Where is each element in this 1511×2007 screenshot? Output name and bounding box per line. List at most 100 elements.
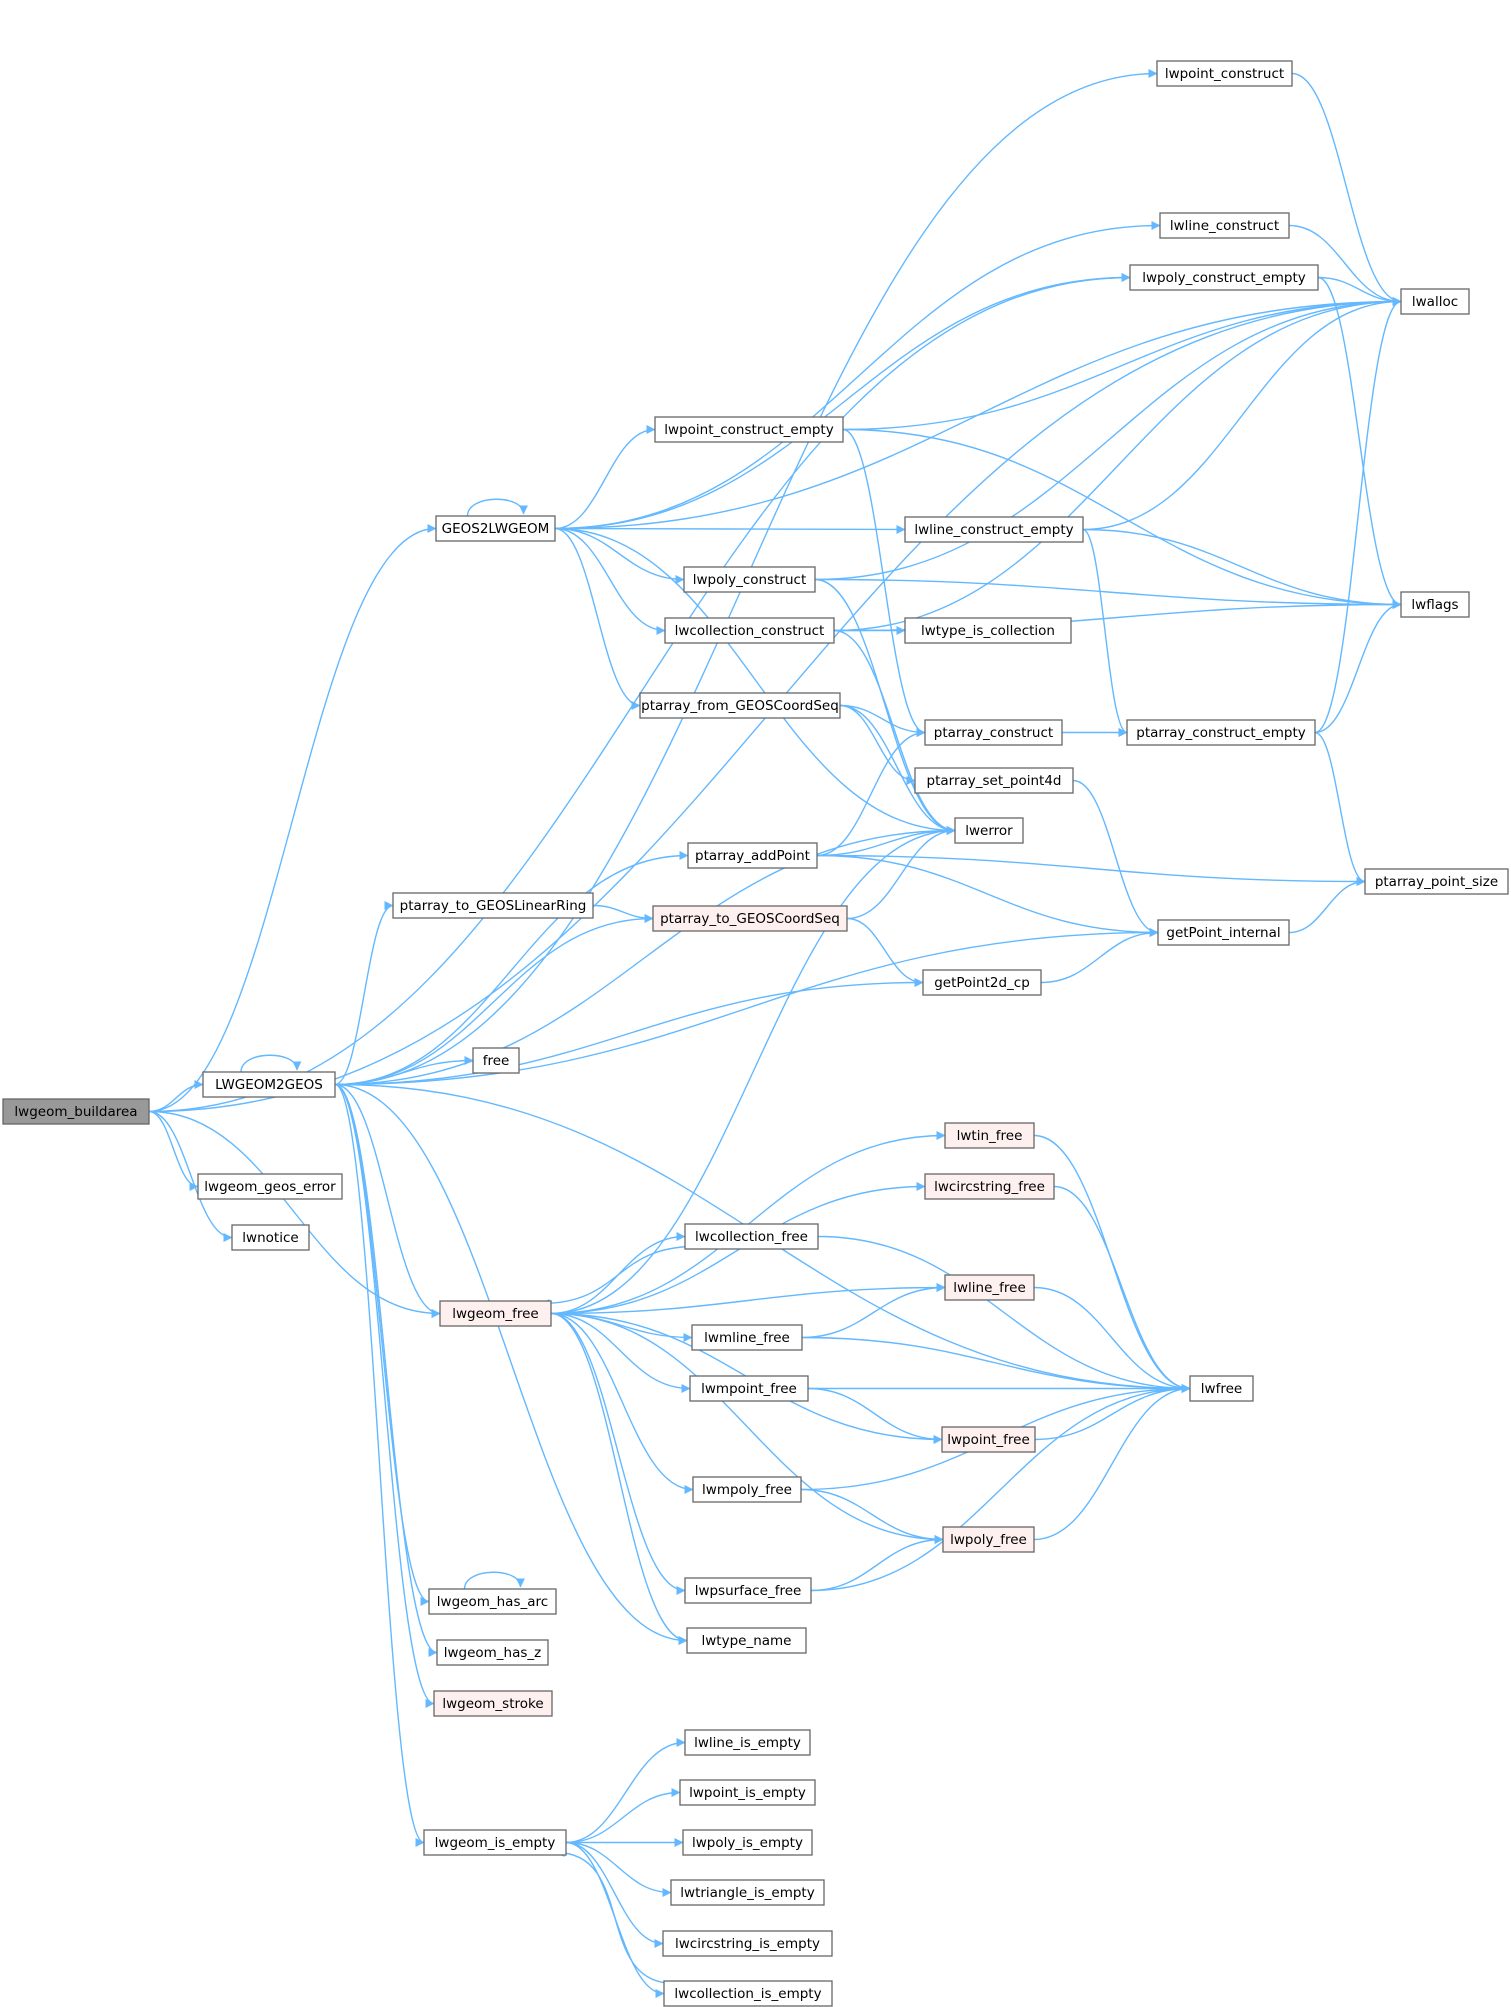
node-box[interactable] (682, 1829, 813, 1856)
node-lwpoly-construct-empty[interactable]: lwpoly_construct_empty (1129, 264, 1319, 291)
node-free[interactable]: free (472, 1047, 520, 1074)
node-box[interactable] (683, 566, 816, 593)
node-lwgeom-free[interactable]: lwgeom_free (439, 1300, 552, 1327)
node-box[interactable] (942, 1526, 1035, 1553)
node-box[interactable] (1157, 919, 1290, 946)
node-ptarray-set-point4d[interactable]: ptarray_set_point4d (914, 767, 1074, 794)
node-box[interactable] (684, 1729, 811, 1756)
node-box[interactable] (472, 1047, 520, 1074)
node-lwmline-free[interactable]: lwmline_free (691, 1324, 803, 1351)
node-box[interactable] (904, 516, 1084, 543)
node-lwcollection-is-empty[interactable]: lwcollection_is_empty (663, 1980, 833, 2007)
node-box[interactable] (433, 1690, 553, 1717)
node-box[interactable] (654, 416, 844, 443)
node-lwpoly-construct[interactable]: lwpoly_construct (683, 566, 816, 593)
node-box[interactable] (944, 1274, 1035, 1301)
node-lwpoint-free[interactable]: lwpoint_free (941, 1426, 1036, 1453)
node-box[interactable] (924, 719, 1063, 746)
node-box[interactable] (691, 1324, 803, 1351)
node-ptarray-construct[interactable]: ptarray_construct (924, 719, 1063, 746)
node-box[interactable] (663, 1980, 833, 2007)
node-box[interactable] (686, 1627, 807, 1654)
node-lwalloc[interactable]: lwalloc (1400, 288, 1470, 315)
node-box[interactable] (664, 617, 835, 644)
node-lwerror[interactable]: lwerror (954, 817, 1024, 844)
node-lwpoint-construct-empty[interactable]: lwpoint_construct_empty (654, 416, 844, 443)
node-box[interactable] (436, 1639, 549, 1666)
node-lwpsurface-free[interactable]: lwpsurface_free (684, 1577, 812, 1604)
node-ptarray-from-geoscoordseq[interactable]: ptarray_from_GEOSCoordSeq (639, 692, 841, 719)
node-lwgeom2geos[interactable]: LWGEOM2GEOS (202, 1071, 336, 1098)
node-box[interactable] (231, 1224, 310, 1251)
node-lwgeom-buildarea[interactable]: lwgeom_buildarea (2, 1098, 150, 1125)
node-box[interactable] (904, 617, 1072, 644)
node-box[interactable] (1400, 288, 1470, 315)
node-lwcollection-construct[interactable]: lwcollection_construct (664, 617, 835, 644)
node-ptarray-to-geoslinearring[interactable]: ptarray_to_GEOSLinearRing (392, 892, 594, 919)
node-getpoint-internal[interactable]: getPoint_internal (1157, 919, 1290, 946)
node-lwgeom-has-z[interactable]: lwgeom_has_z (436, 1639, 549, 1666)
node-lwflags[interactable]: lwflags (1400, 591, 1470, 618)
node-lwgeom-stroke[interactable]: lwgeom_stroke (433, 1690, 553, 1717)
node-box[interactable] (1129, 264, 1319, 291)
node-box[interactable] (392, 892, 594, 919)
node-lwgeom-geos-error[interactable]: lwgeom_geos_error (197, 1173, 343, 1200)
node-ptarray-addpoint[interactable]: ptarray_addPoint (687, 842, 818, 869)
node-lwfree[interactable]: lwfree (1189, 1375, 1254, 1402)
node-box[interactable] (423, 1829, 567, 1856)
node-ptarray-point-size[interactable]: ptarray_point_size (1364, 868, 1509, 895)
node-lwcollection-free[interactable]: lwcollection_free (684, 1223, 819, 1250)
node-box[interactable] (922, 969, 1042, 996)
node-lwtype-is-collection[interactable]: lwtype_is_collection (904, 617, 1072, 644)
node-box[interactable] (954, 817, 1024, 844)
node-lwmpoly-free[interactable]: lwmpoly_free (692, 1476, 802, 1503)
node-box[interactable] (924, 1173, 1055, 1200)
node-box[interactable] (1156, 60, 1293, 87)
node-box[interactable] (679, 1779, 816, 1806)
node-lwline-free[interactable]: lwline_free (944, 1274, 1035, 1301)
node-lwline-construct[interactable]: lwline_construct (1159, 212, 1290, 239)
node-box[interactable] (684, 1223, 819, 1250)
node-box[interactable] (662, 1930, 833, 1957)
node-lwtriangle-is-empty[interactable]: lwtriangle_is_empty (670, 1879, 825, 1906)
node-box[interactable] (914, 767, 1074, 794)
node-lwpoint-is-empty[interactable]: lwpoint_is_empty (679, 1779, 816, 1806)
node-lwpoly-is-empty[interactable]: lwpoly_is_empty (682, 1829, 813, 1856)
node-lwmpoint-free[interactable]: lwmpoint_free (689, 1375, 809, 1402)
node-lwcircstring-free[interactable]: lwcircstring_free (924, 1173, 1055, 1200)
node-geos2lwgeom[interactable]: GEOS2LWGEOM (435, 515, 556, 542)
node-lwline-is-empty[interactable]: lwline_is_empty (684, 1729, 811, 1756)
node-box[interactable] (1364, 868, 1509, 895)
node-lwcircstring-is-empty[interactable]: lwcircstring_is_empty (662, 1930, 833, 1957)
node-box[interactable] (435, 515, 556, 542)
node-box[interactable] (692, 1476, 802, 1503)
node-box[interactable] (1400, 591, 1470, 618)
node-box[interactable] (1126, 719, 1316, 746)
node-box[interactable] (639, 692, 841, 719)
node-ptarray-construct-empty[interactable]: ptarray_construct_empty (1126, 719, 1316, 746)
node-box[interactable] (2, 1098, 150, 1125)
node-box[interactable] (439, 1300, 552, 1327)
node-box[interactable] (197, 1173, 343, 1200)
node-lwpoint-construct[interactable]: lwpoint_construct (1156, 60, 1293, 87)
node-box[interactable] (652, 905, 848, 932)
node-lwtype-name[interactable]: lwtype_name (686, 1627, 807, 1654)
node-box[interactable] (1159, 212, 1290, 239)
node-box[interactable] (670, 1879, 825, 1906)
node-box[interactable] (684, 1577, 812, 1604)
node-lwline-construct-empty[interactable]: lwline_construct_empty (904, 516, 1084, 543)
node-box[interactable] (944, 1122, 1035, 1149)
node-lwnotice[interactable]: lwnotice (231, 1224, 310, 1251)
node-box[interactable] (428, 1588, 557, 1615)
node-getpoint2d-cp[interactable]: getPoint2d_cp (922, 969, 1042, 996)
node-box[interactable] (689, 1375, 809, 1402)
node-box[interactable] (941, 1426, 1036, 1453)
node-box[interactable] (202, 1071, 336, 1098)
node-box[interactable] (687, 842, 818, 869)
node-lwgeom-is-empty[interactable]: lwgeom_is_empty (423, 1829, 567, 1856)
node-ptarray-to-geoscoordseq[interactable]: ptarray_to_GEOSCoordSeq (652, 905, 848, 932)
node-lwtin-free[interactable]: lwtin_free (944, 1122, 1035, 1149)
node-box[interactable] (1189, 1375, 1254, 1402)
node-lwgeom-has-arc[interactable]: lwgeom_has_arc (428, 1588, 557, 1615)
node-lwpoly-free[interactable]: lwpoly_free (942, 1526, 1035, 1553)
